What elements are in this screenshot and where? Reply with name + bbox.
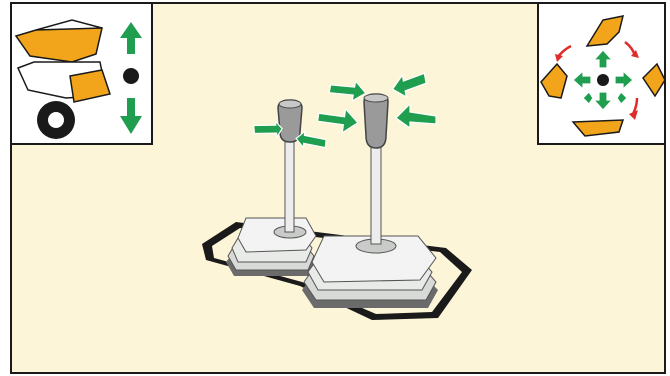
bucket-tilt-icon	[540, 15, 666, 137]
center-dot	[597, 74, 609, 86]
bucket-control-inset	[537, 2, 666, 145]
down-arrow-icon	[120, 98, 142, 134]
pivot-dot	[123, 68, 139, 84]
bucket-top	[585, 15, 625, 47]
left-joystick	[277, 99, 303, 233]
left-joystick-base	[226, 217, 317, 276]
four-way-arrow-icon	[316, 72, 437, 134]
boom-raise-lower-icon	[14, 19, 142, 139]
right-joystick-base	[302, 235, 438, 308]
bucket-left	[540, 62, 568, 99]
two-way-arrow-icon	[252, 119, 327, 149]
boom-control-inset	[10, 2, 153, 145]
bucket-bottom	[571, 119, 625, 137]
four-way-arrow-icon	[572, 49, 634, 111]
up-arrow-icon	[120, 22, 142, 54]
bucket-right	[642, 62, 666, 98]
right-joystick	[363, 93, 389, 245]
